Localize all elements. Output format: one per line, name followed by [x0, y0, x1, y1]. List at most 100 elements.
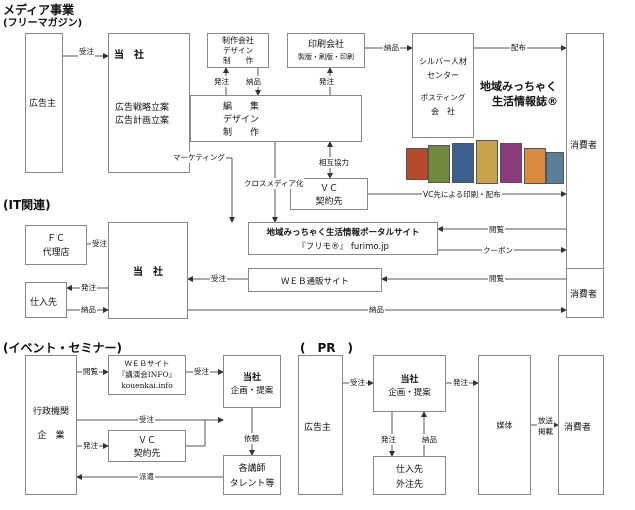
pr-supplier-line1: 仕入先 — [395, 465, 423, 475]
media-production-line2: デザイン — [223, 46, 253, 55]
magazine-cover-3 — [452, 143, 474, 183]
media-printing-line2: 製版・刷版・印刷 — [298, 53, 354, 61]
label-media-hatchu-print: 発注 — [318, 76, 335, 87]
it-consumer-box: 消費者 — [566, 268, 604, 318]
pr-media-label: 媒体 — [496, 421, 513, 430]
pr-company-line2: 企画・提案 — [388, 388, 431, 398]
label-event-request: 依頼 — [243, 433, 260, 444]
event-company-line1: 当社 — [242, 373, 261, 383]
label-media-order: 受注 — [78, 46, 95, 57]
media-vc-line2: 契約先 — [315, 197, 343, 207]
label-pr-order: 受注 — [349, 377, 366, 388]
media-silver-line2: センター — [427, 71, 459, 80]
it-webshop-label: ＷＥＢ通販サイト — [280, 277, 349, 287]
magazine-cover-6 — [524, 148, 546, 184]
pr-consumer-label: 消費者 — [564, 423, 592, 433]
event-gov-line1: 行政機関 — [32, 407, 69, 417]
media-production-box: 制作会社 デザイン 制 作 — [207, 33, 269, 68]
label-media-marketing: マーケティング — [172, 152, 226, 163]
event-web-box[interactable]: ＷＥＢサイト 『講演会INFO』 kouenkai.info — [108, 355, 186, 395]
label-it-order-web: 受注 — [210, 273, 227, 284]
media-consumer-label: 消費者 — [570, 141, 598, 151]
label-media-vc-print: VC先による印刷・配布 — [422, 189, 502, 200]
label-it-hatchu: 発注 — [80, 282, 97, 293]
pr-advertiser-label: 広告主 — [304, 423, 332, 433]
it-supplier-box: 仕入先 — [25, 282, 67, 318]
it-company-label: 当 社 — [133, 267, 163, 278]
it-consumer-label: 消費者 — [570, 290, 598, 300]
label-media-nohin-print: 納品 — [383, 42, 400, 53]
magazine-cover-4 — [476, 140, 498, 184]
pr-company-box: 当社 企画・提案 — [373, 355, 446, 412]
media-silver-line3: ポスティング — [420, 93, 466, 102]
media-portal-line1: 地域みっちゃく生活情報ポータルサイト — [266, 228, 420, 238]
media-edit-line1: 編 集 — [222, 102, 259, 112]
event-vc-line2: 契約先 — [133, 449, 161, 459]
label-media-cross-media: クロスメディア化 — [243, 178, 305, 189]
event-vc-box: ＶＣ 契約先 — [108, 430, 186, 462]
label-pr-hatchu: 発注 — [380, 434, 397, 445]
label-media-coupon: クーポン — [482, 245, 514, 256]
media-edit-box: 編 集 デザイン 制 作 — [190, 95, 362, 142]
label-pr-nohin: 納品 — [421, 434, 438, 445]
label-pr-broadcast-line1: 放送 — [537, 415, 554, 426]
media-strategy-line2: 広告計画立案 — [115, 116, 170, 126]
event-gov-line2: 企 業 — [37, 431, 65, 441]
pr-consumer-box: 消費者 — [558, 355, 604, 495]
event-web-line3: kouenkai.info — [121, 381, 173, 390]
magazine-cover-1 — [406, 148, 428, 180]
media-portal-line2: 『フリモ®』 furimo.jp — [297, 242, 389, 252]
media-advertiser-box: 広告主 — [25, 33, 63, 173]
event-web-line1: ＷＥＢサイト — [124, 359, 170, 368]
event-lecturer-box: 各講師 タレント等 — [223, 455, 281, 495]
media-edit-line2: デザイン — [222, 115, 259, 125]
media-printing-line1: 印刷会社 — [307, 40, 344, 50]
it-webshop-box[interactable]: ＷＥＢ通販サイト — [248, 268, 382, 292]
media-company-box: 当 社 広告戦略立案 広告計画立案 — [108, 33, 190, 173]
media-consumer-box: 消費者 — [566, 33, 604, 298]
section-it-title: (IT関連) — [3, 198, 51, 212]
label-event-order: 受注 — [193, 366, 210, 377]
magazine-cover-7 — [546, 152, 564, 184]
it-company-box: 当 社 — [108, 222, 188, 319]
media-magazine-line1: 地域みっちゃく — [480, 80, 557, 93]
media-production-line1: 制作会社 — [222, 36, 254, 45]
media-vc-line1: ＶＣ — [319, 184, 338, 194]
label-media-hatchu: 発注 — [213, 76, 230, 87]
label-media-view: 閲覧 — [488, 224, 505, 235]
label-it-view: 閲覧 — [488, 273, 505, 284]
magazine-cover-2 — [428, 145, 450, 183]
media-advertiser-label: 広告主 — [29, 99, 57, 109]
pr-advertiser-box: 広告主 — [298, 355, 343, 495]
event-lecturer-line2: タレント等 — [229, 479, 275, 489]
section-media-title: メディア事業 — [3, 3, 75, 17]
media-edit-line3: 制 作 — [222, 128, 259, 138]
event-vc-line1: ＶＣ — [137, 436, 156, 446]
label-media-haifu: 配布 — [510, 42, 527, 53]
it-fc-line2: 代理店 — [42, 248, 70, 258]
label-event-view: 閲覧 — [82, 366, 99, 377]
section-pr-title: ( PR ) — [300, 341, 354, 355]
pr-supplier-box: 仕入先 外注先 — [373, 456, 446, 495]
label-it-order: 受注 — [91, 238, 108, 249]
media-company-label: 当 社 — [114, 50, 144, 61]
label-pr-broadcast-line2: 掲載 — [537, 426, 554, 437]
label-pr-order2: 発注 — [452, 377, 469, 388]
section-event-title: (イベント・セミナー) — [3, 341, 122, 355]
label-it-nohin-long: 納品 — [368, 304, 385, 315]
it-fc-box: ＦＣ 代理店 — [25, 225, 87, 265]
label-media-nohin: 納品 — [245, 76, 262, 87]
event-web-line2: 『講演会INFO』 — [117, 370, 177, 379]
label-event-dispatch: 派遣 — [138, 471, 155, 482]
pr-media-box: 媒体 — [478, 355, 531, 495]
it-fc-line1: ＦＣ — [46, 234, 65, 244]
label-it-nohin: 納品 — [80, 304, 97, 315]
media-portal-box[interactable]: 地域みっちゃく生活情報ポータルサイト 『フリモ®』 furimo.jp — [248, 222, 438, 255]
media-silver-line1: シルバー人材 — [419, 57, 467, 66]
event-gov-box: 行政機関 企 業 — [25, 355, 77, 495]
label-event-hatchu: 発注 — [82, 440, 99, 451]
media-strategy-line1: 広告戦略立案 — [115, 103, 170, 113]
event-company-line2: 企画・提案 — [230, 386, 274, 396]
media-silver-line4: 会 社 — [431, 107, 455, 116]
label-event-order2: 受注 — [138, 414, 155, 425]
